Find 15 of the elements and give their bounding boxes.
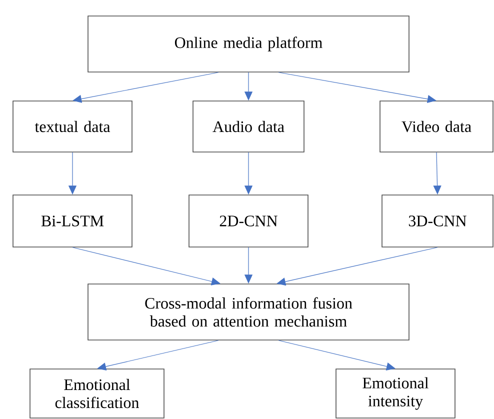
process-box: Video data [380,100,494,152]
arrow [97,340,219,371]
process-box: Emotional classification [30,368,164,418]
arrow [72,72,219,103]
arrow [72,247,220,286]
process-box: 3D-CNN [382,194,494,248]
arrow [276,247,438,286]
fusion-box: Cross-modal information fusion based on attention mechanism [88,284,410,340]
process-box: textual data [12,100,132,152]
process-box: Emotional intensity [336,368,456,418]
process-box: Audio data [192,100,304,152]
process-box: 2D-CNN [188,194,308,248]
source-box: Online media platform [88,16,410,72]
arrow [278,340,396,370]
process-box: Bi-LSTM [12,194,132,248]
